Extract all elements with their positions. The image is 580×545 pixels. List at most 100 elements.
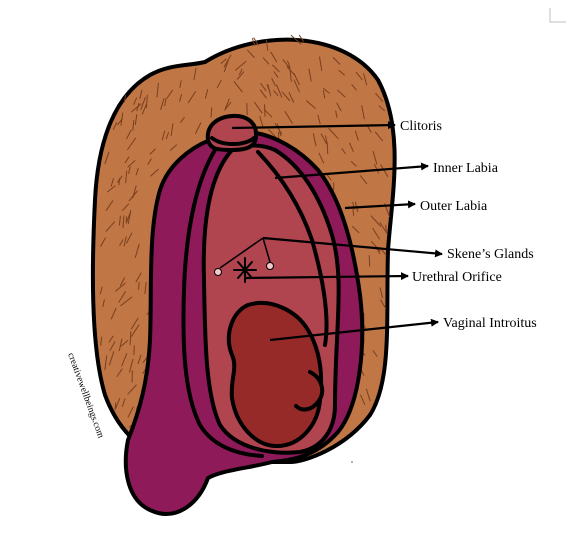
hair-stroke [118, 338, 123, 352]
hair-stroke [99, 286, 103, 295]
hair-stroke [312, 133, 317, 147]
hair-stroke [273, 71, 279, 78]
hair-stroke [132, 120, 135, 131]
hair-stroke [375, 92, 384, 102]
hair-stroke [123, 94, 127, 103]
label-clitoris: Clitoris [400, 119, 442, 134]
hair-stroke [134, 243, 140, 258]
hair-stroke [270, 51, 278, 63]
vaginal-introitus-shape [226, 301, 324, 449]
hair-stroke [119, 277, 125, 287]
hair-stroke [129, 358, 134, 373]
hair-stroke [126, 129, 132, 140]
clitoris-arrow [231, 121, 396, 130]
hair-stroke [293, 79, 300, 93]
hair-stroke [140, 96, 146, 111]
hair-stroke [210, 107, 213, 118]
hair-stroke [354, 130, 359, 141]
hair-stroke [379, 287, 383, 298]
hair-stroke [336, 102, 342, 112]
hair-stroke [133, 97, 137, 105]
skenes-glands-arrow [262, 236, 443, 258]
hair-stroke [352, 208, 355, 217]
hair-stroke [276, 84, 283, 98]
skenes-gland-right [266, 262, 274, 270]
label-skenes-glands: Skene’s Glands [447, 247, 534, 262]
hair-stroke [287, 60, 291, 68]
hair-stroke [325, 135, 328, 144]
hair-stroke [109, 341, 116, 351]
hair-stroke [320, 133, 327, 145]
hair-stroke [341, 147, 346, 155]
hair-stroke [337, 89, 346, 98]
hair-stroke [100, 237, 106, 247]
hair-stroke [180, 116, 185, 123]
hair-stroke [122, 203, 129, 211]
hair-stroke [235, 61, 247, 71]
hair-stroke [374, 131, 383, 142]
hair-stroke [120, 112, 124, 126]
hair-stroke [274, 123, 283, 135]
inner-labia-fold [181, 148, 264, 458]
hair-stroke [136, 102, 140, 112]
hair-stroke [145, 94, 148, 108]
hair-stroke [144, 281, 147, 295]
hair-stroke [281, 91, 291, 102]
hair-stroke [141, 104, 147, 115]
hair-stroke [118, 215, 121, 226]
hair-stroke [350, 161, 357, 167]
hair-stroke [149, 148, 156, 155]
hair-stroke [131, 324, 140, 337]
hair-stroke [131, 103, 142, 113]
hair-stroke [115, 282, 126, 292]
hair-stroke [166, 89, 174, 99]
hair-stroke [169, 144, 177, 151]
hair-stroke [263, 109, 273, 118]
hair-stroke [238, 68, 243, 76]
hair-stroke [288, 92, 295, 103]
hair-stroke [105, 200, 114, 211]
hair-stroke [127, 406, 134, 418]
hair-stroke [126, 212, 131, 223]
hair-stroke [335, 110, 338, 118]
hair-stroke [179, 80, 182, 89]
hair-stroke [132, 185, 137, 199]
skenes-gland-leader [219, 237, 271, 269]
leader-lines [231, 121, 443, 342]
hair-stroke [161, 130, 166, 141]
hair-stroke [233, 80, 243, 93]
hair-stroke [122, 215, 125, 229]
hair-stroke [254, 101, 263, 114]
hair-stroke [260, 82, 267, 92]
hair-stroke [130, 317, 139, 330]
hair-stroke [363, 73, 368, 86]
hair-stroke [224, 101, 232, 111]
hair-stroke [298, 34, 304, 42]
hair-stroke [323, 87, 330, 94]
inner-labia-right-fold [256, 150, 329, 347]
hair-stroke [118, 290, 127, 303]
hair-stroke [135, 272, 142, 283]
hair-stroke [262, 57, 270, 65]
hair-stroke [121, 353, 128, 367]
hair-stroke [104, 355, 108, 371]
hair-stroke [139, 89, 143, 100]
hair-stroke [265, 39, 269, 51]
hair-stroke [305, 100, 316, 109]
hair-stroke [114, 402, 117, 410]
inner-labia-arrow [274, 162, 429, 180]
hair-stroke [318, 152, 325, 164]
hair-stroke [125, 170, 128, 184]
hair-stroke [374, 163, 380, 174]
hair-stroke [138, 281, 140, 290]
hair-stroke [236, 71, 245, 80]
hair-stroke [272, 64, 280, 73]
hair-stroke [247, 49, 255, 58]
hair-stroke [286, 66, 296, 77]
hair-stroke [116, 368, 123, 377]
hair-stroke [112, 122, 118, 130]
hair-stroke [360, 394, 366, 406]
hair-stroke [351, 225, 360, 234]
